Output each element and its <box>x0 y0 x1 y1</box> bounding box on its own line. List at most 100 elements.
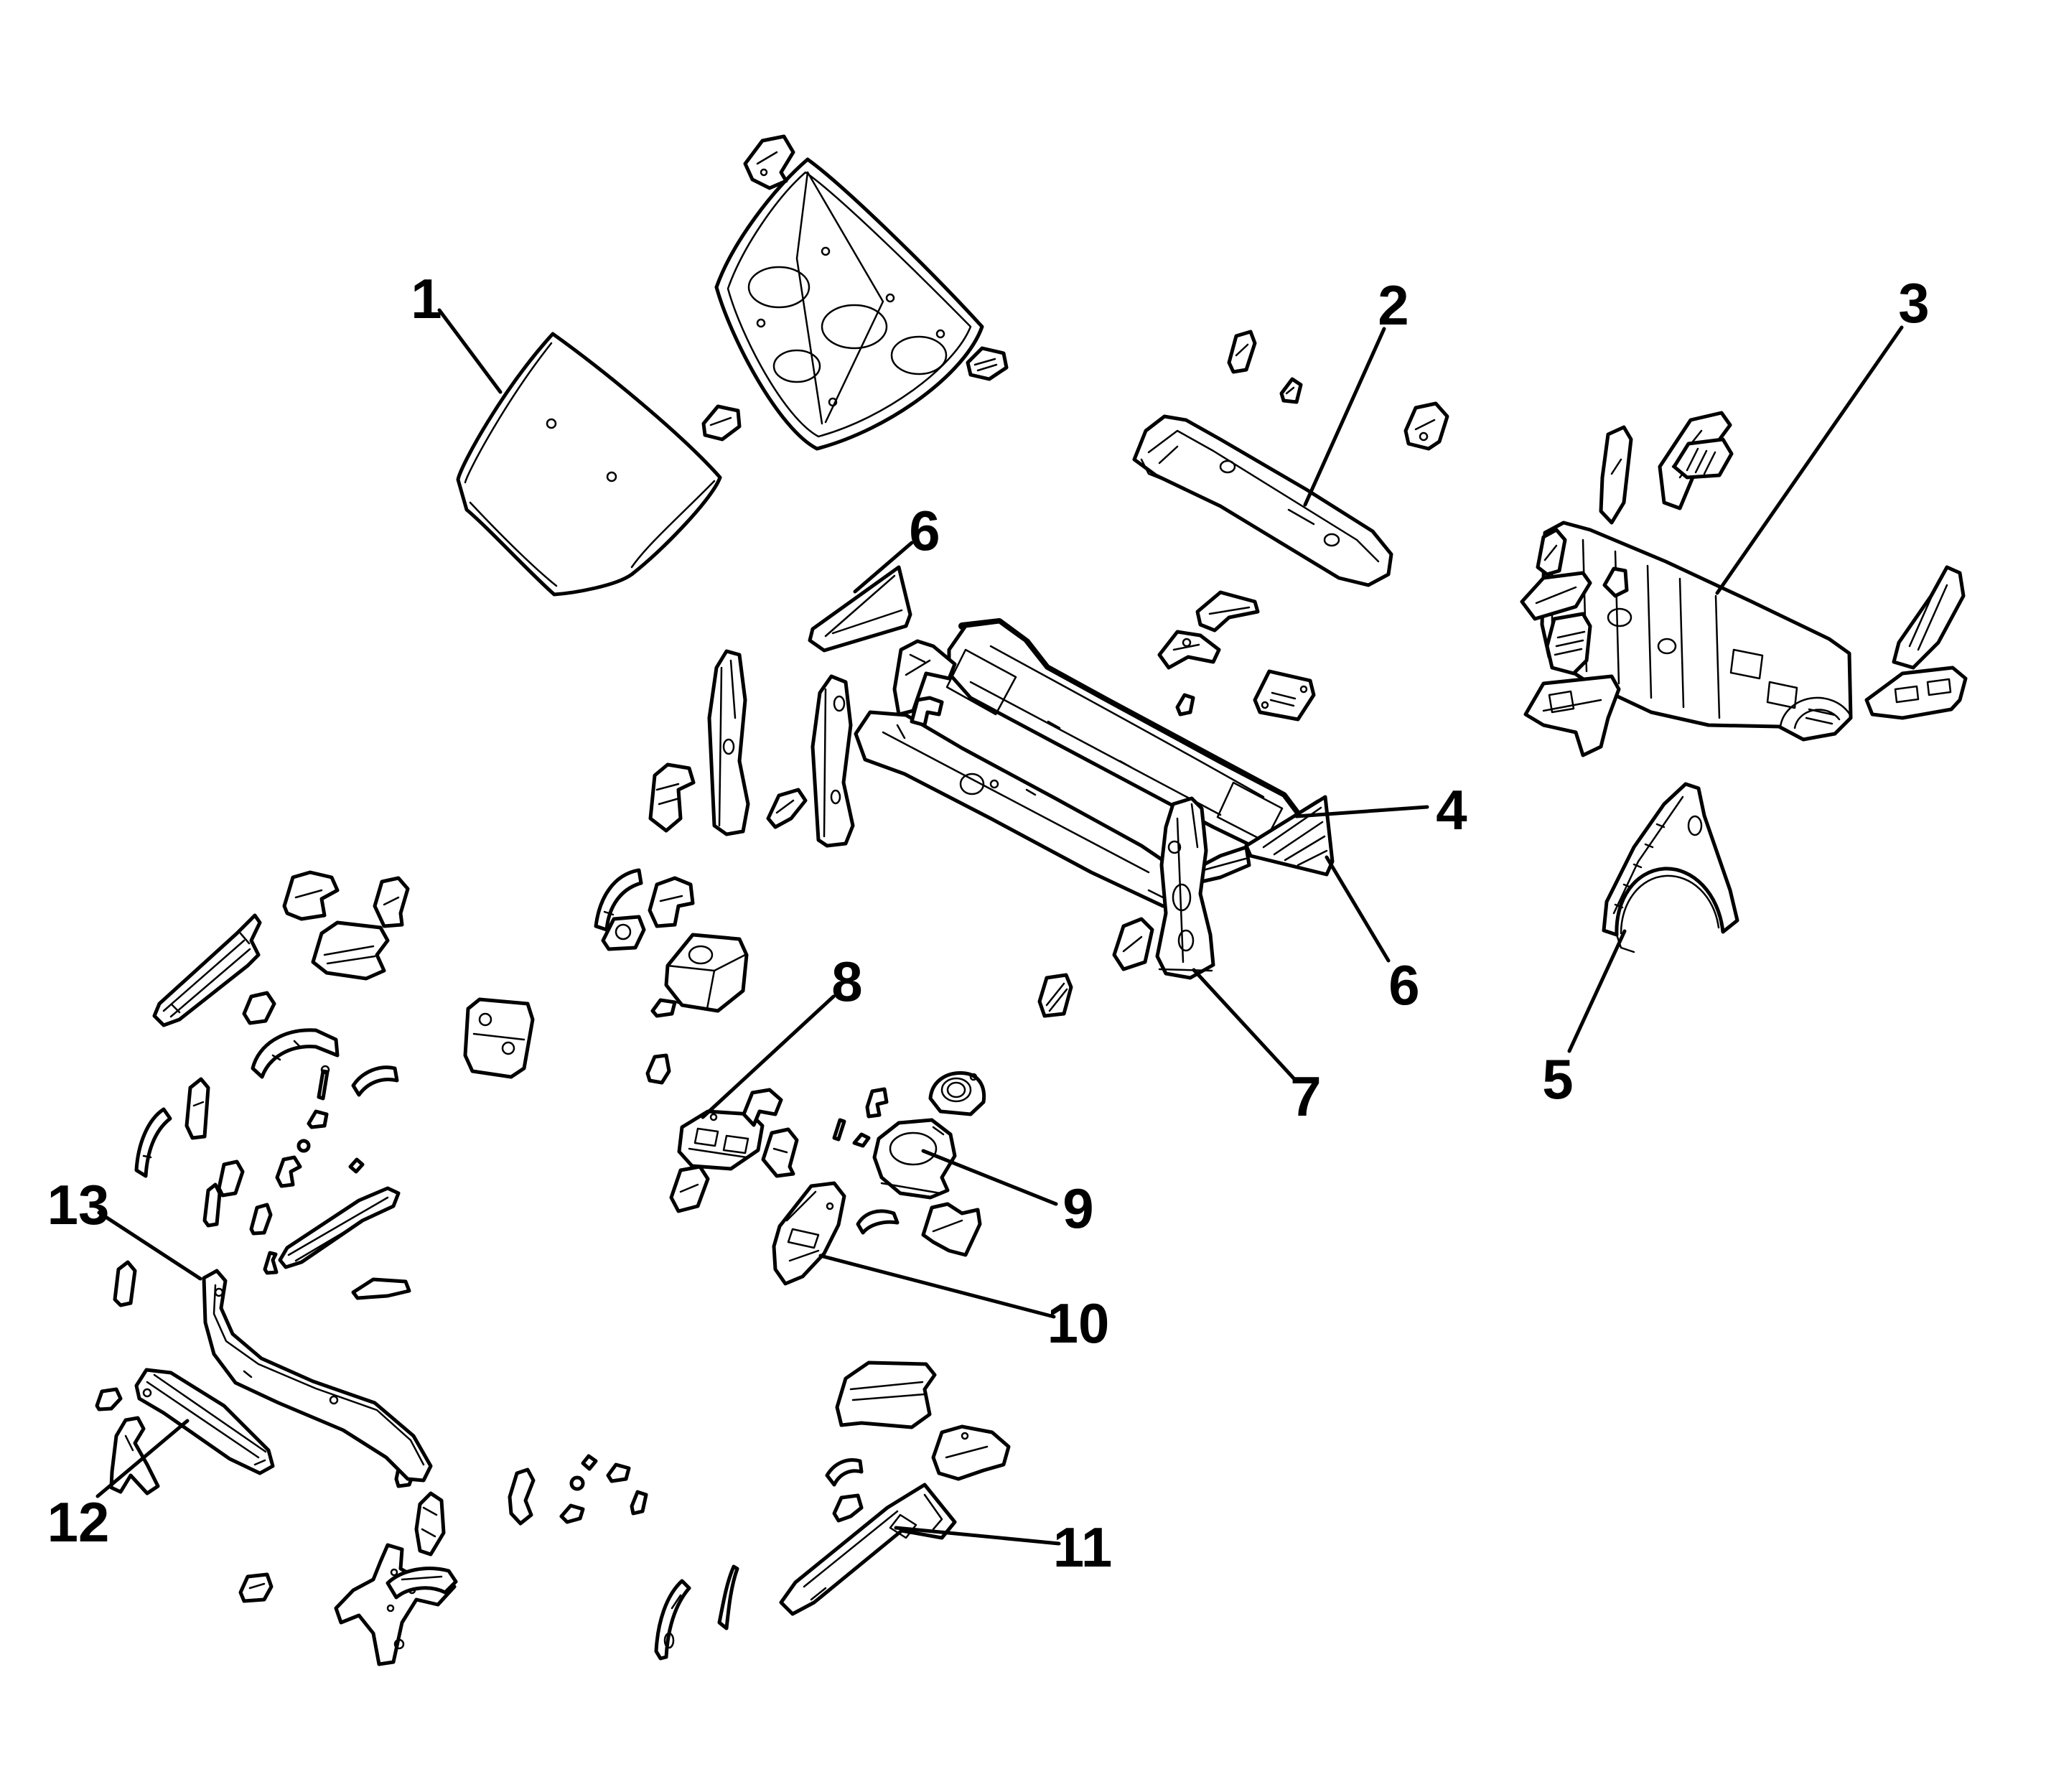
cowl-side-hatched-panel <box>1187 795 1335 887</box>
front-rail-upper-outline <box>779 1483 957 1616</box>
cowl-slotted-plate <box>1253 669 1316 722</box>
callout-6-label: 6 <box>909 499 940 562</box>
pillar-tall-left-outline <box>707 649 750 836</box>
sickle-blade <box>654 1579 691 1661</box>
wing-piece-outline <box>351 1277 411 1300</box>
bracket-plate-outline <box>677 1109 765 1171</box>
dash-sill-left-details <box>1535 586 1577 605</box>
bracket-front-low-details <box>945 1432 989 1459</box>
pillar-tall-right-details <box>823 688 846 838</box>
callout-10-leader-line <box>818 1254 1056 1319</box>
callout-12-label: 12 <box>47 1490 110 1554</box>
cowl-grille-bracket-a-details <box>1235 343 1249 357</box>
cowl-grille-bracket-b-details <box>1414 419 1436 442</box>
wheelhouse-front-tower-details <box>880 1126 945 1195</box>
callout-6-label: 6 <box>1388 953 1419 1017</box>
ladder-bracket-outline <box>648 762 696 833</box>
rail-channel-right-details <box>1542 690 1602 714</box>
dark-plate-small-details <box>1045 982 1068 1012</box>
arch-fragment-details <box>775 799 795 814</box>
apron-plate-left-outline <box>463 997 535 1079</box>
callout-11-leader-line <box>894 1526 1061 1546</box>
arch-front-left-outline <box>825 1458 864 1487</box>
pillar-tall-left-details <box>718 659 737 827</box>
radiator-support-crossmember-details <box>212 1284 425 1466</box>
cowl-slotted-plate-details <box>1261 685 1308 709</box>
hood-hinge-bracket-outline <box>743 134 795 190</box>
cowl-vent-grille-panel-details <box>1140 429 1380 563</box>
box-bracket-bottom-details <box>248 1582 266 1590</box>
radiator-support-crossmember-outline <box>202 1269 433 1483</box>
dash-wedge-left-details <box>1543 544 1558 561</box>
hinge-pillar-panel-details <box>1158 803 1213 972</box>
rail-channel-front <box>835 1361 937 1429</box>
tall-bracket-c <box>202 1182 222 1228</box>
s-strap <box>717 1564 739 1630</box>
bracket-left-of-pillar <box>1112 917 1154 971</box>
bracket-plate-details <box>688 1113 749 1159</box>
rail-channel-front-outline <box>835 1361 937 1429</box>
windshield-side-triangle-outline <box>808 565 912 653</box>
dash-bracket-upper-left-details <box>1610 458 1622 475</box>
bracket-small-d <box>95 1387 123 1411</box>
arch-front-left <box>825 1458 864 1487</box>
bracket-pair-mid-details <box>905 653 931 676</box>
box-bracket-a-outline <box>645 1053 671 1085</box>
h-clip-outline <box>865 1087 889 1119</box>
clip-c-outline <box>606 1462 631 1483</box>
front-rail-upper <box>779 1483 957 1616</box>
hood-inner-panel <box>714 157 984 451</box>
strut-tower-box-outline <box>664 933 749 1013</box>
callout-1-leader-line <box>437 308 503 394</box>
wing-arch-bottom <box>386 1567 458 1600</box>
callout-13-leader-line <box>97 1210 202 1281</box>
plate-circle-hole <box>601 915 646 951</box>
bracket-mid-left-outline <box>184 1077 210 1140</box>
bracket-bottom-left <box>217 1159 245 1198</box>
wheelhouse-front-tower <box>872 1118 957 1200</box>
fender-support-curved-details <box>603 910 615 916</box>
hood-bumper-clip <box>701 404 742 442</box>
dash-corrugated-bracket <box>1672 437 1734 480</box>
x-part-b <box>508 1467 536 1526</box>
callout-9-leader-line <box>921 1149 1058 1206</box>
clip-b <box>852 1132 871 1148</box>
hook-c-outline <box>559 1503 585 1524</box>
pillar-tall-right <box>811 674 855 848</box>
dot-fastener-a-outline <box>296 1139 311 1153</box>
dash-bracket-upper-left <box>1599 425 1633 525</box>
bracket-pair-mid-outline <box>892 639 957 717</box>
hood-bumper-clip-outline <box>701 404 742 442</box>
wheelhouse-panel-details <box>785 1190 834 1262</box>
windshield-side-triangle <box>808 565 912 653</box>
clip-front <box>832 1493 864 1523</box>
angled-bracket-b-outline <box>742 1088 783 1127</box>
cowl-lower-reinforcement-details <box>882 724 1179 906</box>
callout-9-label: 9 <box>1062 1177 1093 1240</box>
strut-tower-box-details <box>666 945 747 1010</box>
pin-b-outline <box>832 1118 846 1142</box>
bracket-small-left-details <box>383 896 400 906</box>
box-bracket-a <box>645 1053 671 1085</box>
radiator-support-crossmember <box>202 1269 433 1483</box>
t-bracket-b-outline <box>113 1260 137 1307</box>
top-bracket-cluster-outline <box>282 870 340 921</box>
wheelhouse-panel <box>772 1181 846 1286</box>
bracket-small-left-outline <box>373 876 410 928</box>
lower-tie-bar <box>134 1368 275 1475</box>
hood-inner-panel-outline <box>714 157 984 451</box>
diamond-clip <box>348 1157 365 1174</box>
clip-d <box>630 1490 648 1516</box>
dash-bracket-upper-left-outline <box>1599 425 1633 525</box>
callout-3-label: 3 <box>1898 271 1929 335</box>
wedge-b-details <box>679 1183 699 1193</box>
bracket-bottom-left-outline <box>217 1159 245 1198</box>
bracket-c <box>249 1203 273 1236</box>
frame-rail-mid-details <box>323 945 376 965</box>
pentagon-plate-details <box>421 1506 438 1538</box>
callout-4-leader-line <box>1294 805 1429 818</box>
pin-b <box>832 1118 846 1142</box>
rail-channel-right <box>1523 674 1621 757</box>
fender-support-curved <box>594 868 643 932</box>
